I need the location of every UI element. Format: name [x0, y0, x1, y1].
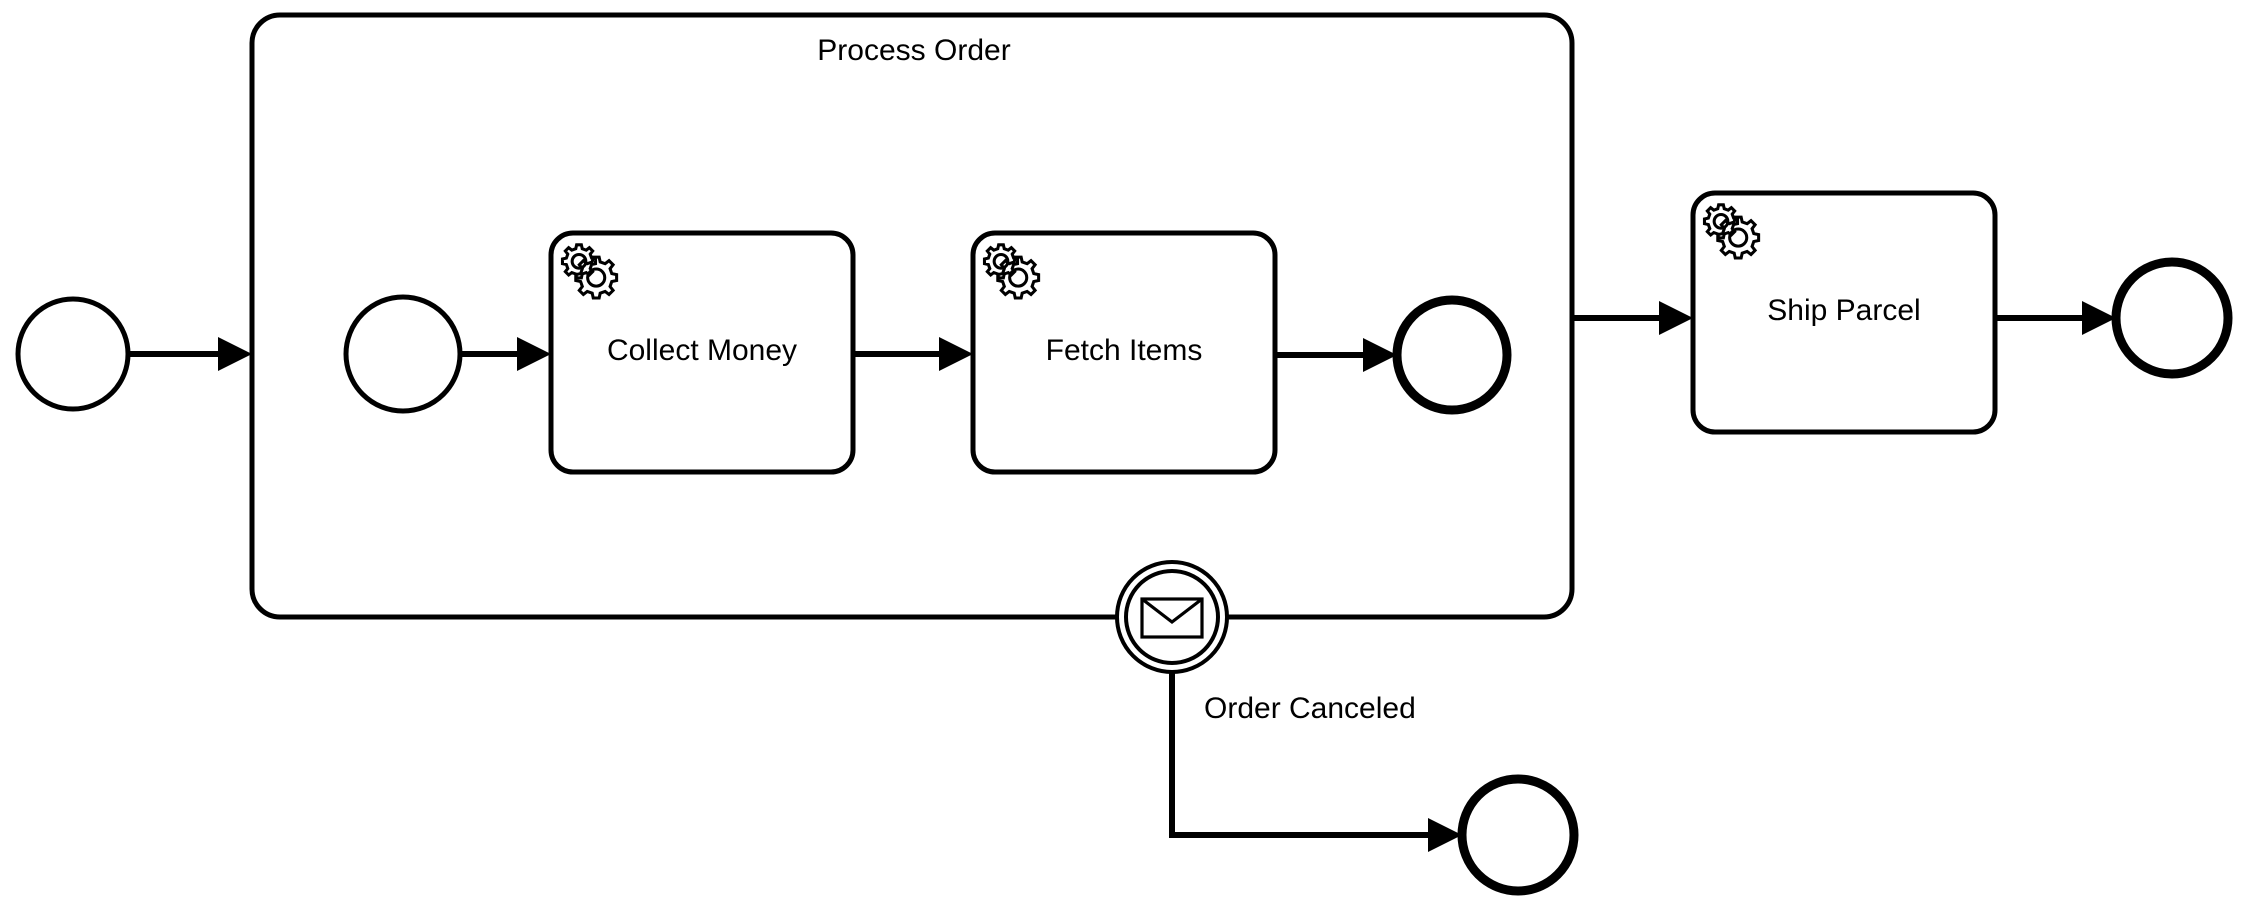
task-label: Fetch Items: [1046, 334, 1203, 367]
envelope-icon: [1140, 597, 1204, 639]
gears-icon: [560, 243, 619, 300]
boundary-event-message[interactable]: [1115, 560, 1229, 674]
arrow-head-icon: [218, 337, 252, 371]
flow-label-order-canceled: Order Canceled: [1204, 692, 1416, 725]
sequence-flow-ship-parcel-to-final-end[interactable]: [1995, 301, 2116, 335]
sequence-flow-fetch-items-to-inner-end[interactable]: [1275, 338, 1397, 372]
arrow-head-icon: [1659, 301, 1693, 335]
subprocess-label: Process Order: [817, 34, 1010, 67]
end-event-circle: [2111, 257, 2233, 379]
subprocess-border: [249, 12, 1575, 620]
end-event-order-canceled[interactable]: [1457, 774, 1579, 896]
flow-line: [1169, 672, 1440, 838]
arrow-head-icon: [1363, 338, 1397, 372]
sequence-flow-collect-money-to-fetch-items[interactable]: [853, 337, 973, 371]
gears-icon: [1702, 203, 1761, 260]
task-label: Collect Money: [607, 334, 797, 367]
boundary-event-inner-circle: [1124, 569, 1220, 665]
task-box: [1690, 190, 1998, 435]
task-ship-parcel[interactable]: Ship Parcel: [1690, 190, 1998, 435]
arrow-head-icon: [1428, 818, 1462, 852]
arrow-head-icon: [517, 337, 551, 371]
task-collect-money[interactable]: Collect Money: [548, 230, 856, 475]
task-label: Ship Parcel: [1767, 294, 1920, 327]
start-event-outer[interactable]: [15, 296, 131, 412]
gears-icon: [982, 243, 1041, 300]
sequence-flow-innerstart-to-collect-money[interactable]: [460, 337, 551, 371]
end-event-circle: [1457, 774, 1579, 896]
end-event-final[interactable]: [2111, 257, 2233, 379]
start-event-circle: [15, 296, 131, 412]
arrow-head-icon: [939, 337, 973, 371]
subprocess-process-order[interactable]: Process Order: [249, 12, 1575, 620]
sequence-flow-order-canceled[interactable]: Order Canceled: [1169, 672, 1462, 852]
sequence-flow-start-to-subprocess[interactable]: [128, 337, 252, 371]
sequence-flow-subprocess-to-ship-parcel[interactable]: [1572, 301, 1693, 335]
task-fetch-items[interactable]: Fetch Items: [970, 230, 1278, 475]
end-event-circle: [1392, 295, 1512, 415]
end-event-inner[interactable]: [1392, 295, 1512, 415]
start-event-inner[interactable]: [343, 294, 463, 414]
arrow-head-icon: [2082, 301, 2116, 335]
start-event-circle: [343, 294, 463, 414]
